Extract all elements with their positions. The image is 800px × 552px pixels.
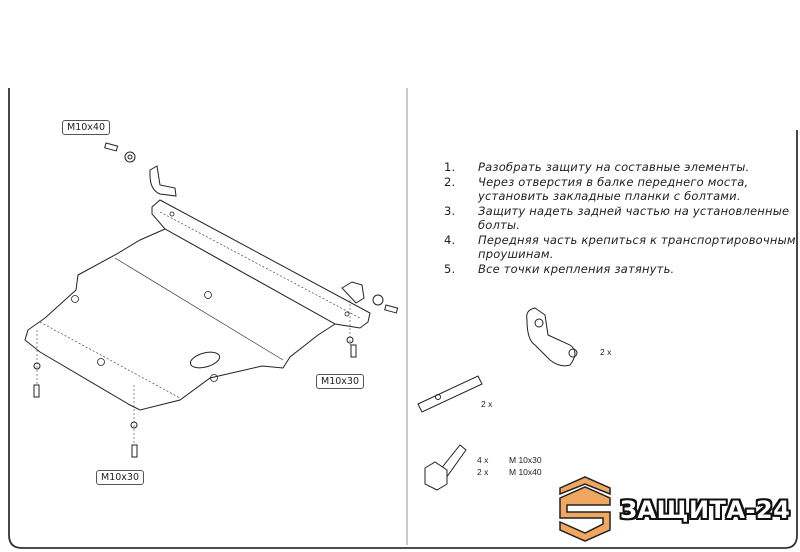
instruction-text: Передняя часть крепиться к транспортиров… bbox=[478, 233, 796, 262]
bracket-right bbox=[341, 281, 365, 304]
instruction-line: Через отверстия в балке переднего моста, bbox=[478, 174, 749, 189]
page-frame bbox=[8, 88, 798, 549]
skid-plate bbox=[24, 228, 336, 411]
instruction-line: Разобрать защиту на составные элементы. bbox=[478, 160, 750, 174]
bracket-qty: 2 x bbox=[600, 347, 612, 357]
bolt-size-2: M 10x40 bbox=[509, 467, 542, 477]
instruction-number: 1. bbox=[444, 160, 456, 174]
instruction-line: проушинам. bbox=[478, 247, 554, 261]
instruction-item: 1. Разобрать защиту на составные элементы… bbox=[444, 160, 796, 175]
instruction-item: 3. Защиту надеть задней частью на установ… bbox=[444, 204, 796, 233]
instructions-list: 1. Разобрать защиту на составные элементы… bbox=[444, 160, 796, 276]
part-bolt bbox=[424, 444, 467, 491]
instruction-number: 2. bbox=[444, 174, 456, 189]
callout-m10x30-bottom: M10x30 bbox=[96, 470, 144, 485]
instruction-number: 4. bbox=[444, 232, 456, 247]
instruction-line: установить закладные планки с болтами. bbox=[478, 189, 741, 203]
plate-qty: 2 x bbox=[481, 399, 493, 409]
plate-holes bbox=[71, 211, 350, 382]
instruction-item: 4. Передняя часть крепиться к транспортир… bbox=[444, 233, 796, 262]
instruction-line: Защиту надеть задней частью на установле… bbox=[478, 203, 790, 218]
rear-rail bbox=[151, 199, 371, 329]
part-plate bbox=[417, 375, 483, 413]
instruction-text: Разобрать защиту на составные элементы. bbox=[478, 160, 749, 175]
instruction-number: 3. bbox=[444, 203, 456, 218]
bolt-qty-1: 4 x bbox=[477, 455, 489, 465]
logo-shield-icon bbox=[559, 476, 611, 542]
bolt-qty-2: 2 x bbox=[477, 467, 489, 477]
plate-slot bbox=[189, 351, 221, 369]
callout-m10x30-right: M10x30 bbox=[316, 374, 364, 389]
instruction-text: Все точки крепления затянуть. bbox=[478, 262, 674, 277]
instruction-line: Все точки крепления затянуть. bbox=[478, 261, 675, 276]
instruction-line: болты. bbox=[478, 218, 521, 232]
part-bracket bbox=[526, 307, 576, 367]
logo-text: ЗАЩИТА-24 bbox=[620, 496, 791, 524]
instruction-number: 5. bbox=[444, 261, 456, 276]
bolt-size-1: M 10x30 bbox=[509, 455, 542, 465]
callout-m10x40: M10x40 bbox=[62, 120, 110, 135]
instruction-item: 5. Все точки крепления затянуть. bbox=[444, 262, 796, 277]
instruction-text: Защиту надеть задней частью на установле… bbox=[478, 204, 789, 233]
bracket-top bbox=[149, 165, 177, 197]
instruction-line: Передняя часть крепиться к транспортиров… bbox=[478, 232, 796, 247]
instruction-item: 2. Через отверстия в балке переднего мост… bbox=[444, 175, 796, 204]
instruction-text: Через отверстия в балке переднего моста,… bbox=[478, 175, 748, 204]
